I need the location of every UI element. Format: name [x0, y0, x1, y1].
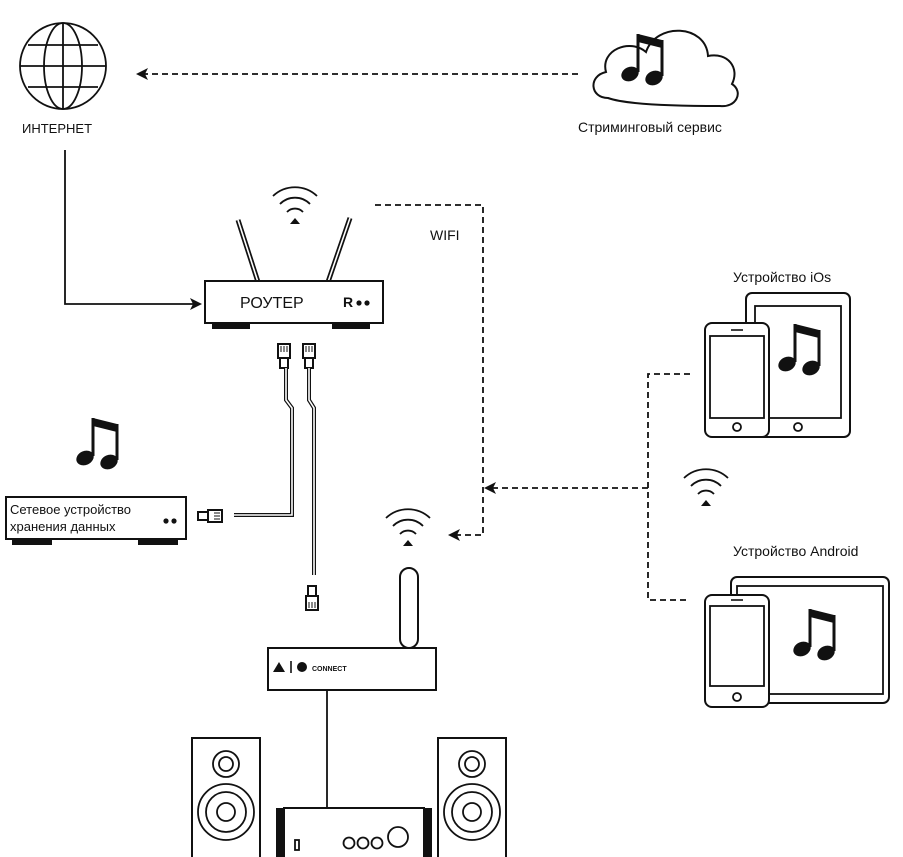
- android-label: Устройство Android: [733, 543, 858, 559]
- nas-music-icon: [72, 416, 122, 474]
- globe-icon: [19, 22, 107, 110]
- svg-text:R: R: [343, 294, 353, 310]
- streaming-label: Стриминговый сервис: [578, 119, 722, 135]
- nas-label-line1: Сетевое устройство: [10, 502, 131, 517]
- wifi-label: WIFI: [430, 227, 460, 243]
- devices-to-wifi-connector: [484, 373, 690, 601]
- ios-label: Устройство iOs: [733, 269, 831, 285]
- cloud-music-icon: [592, 29, 739, 108]
- streamer-device-icon: [267, 567, 437, 691]
- connect-label: CONNECT: [312, 666, 347, 673]
- amplifier-icon: [276, 807, 432, 857]
- router-label: РОУТЕР: [240, 295, 304, 312]
- router-icon: R: [204, 217, 384, 329]
- nas-label-line2: хранения данных: [10, 519, 116, 534]
- speaker-icon: [437, 737, 507, 857]
- wifi-icon: [272, 186, 318, 225]
- storage-device-icon: [5, 496, 187, 545]
- wifi-connector: [375, 204, 484, 541]
- internet-to-router-connector: [64, 150, 202, 310]
- wifi-icon: [683, 468, 729, 507]
- phone-tablet-icon: [704, 292, 851, 438]
- wifi-icon: [385, 508, 431, 547]
- ethernet-cable-icon: [197, 343, 319, 611]
- internet-label: ИНТЕРНЕТ: [22, 121, 92, 136]
- speaker-icon: [191, 737, 261, 857]
- phone-tablet-icon: [704, 576, 890, 708]
